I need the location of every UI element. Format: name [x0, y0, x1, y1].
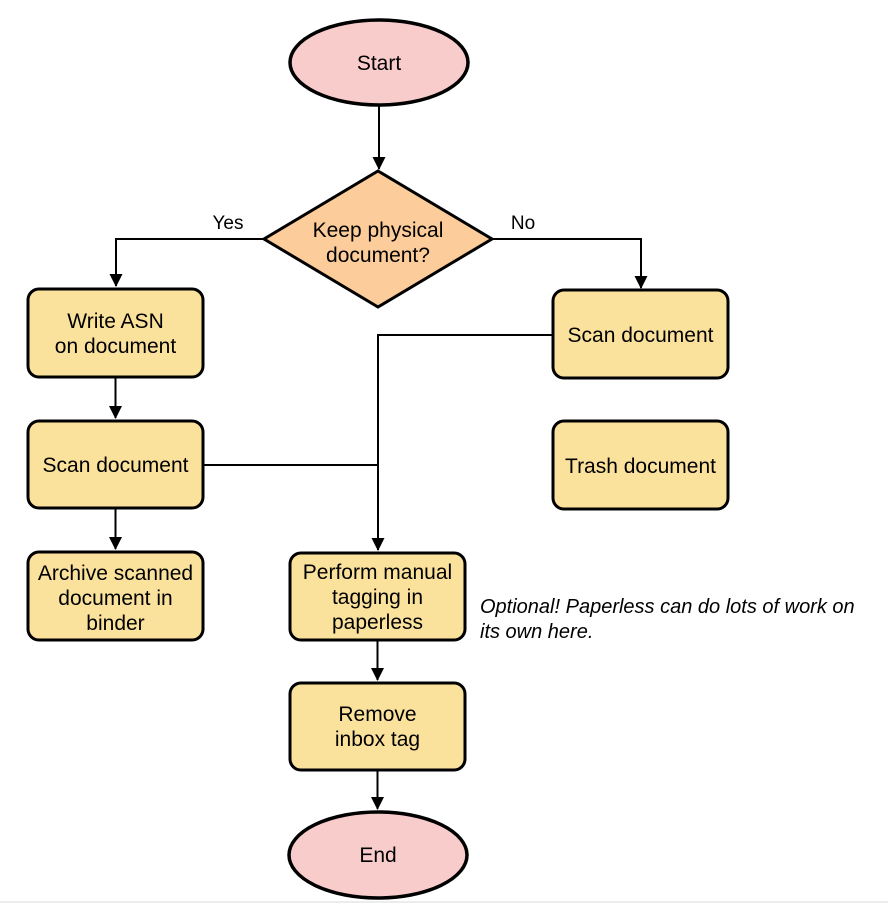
- start-ellipse: [288, 18, 470, 107]
- archive-binder-label-line1: Archive scanned: [38, 562, 193, 585]
- node-end: End: [287, 810, 469, 900]
- node-remove-inbox-tag: Remove inbox tag: [288, 681, 467, 772]
- trash-document-label: Trash document: [565, 455, 716, 478]
- node-keep-physical-decision: Keep physical document?: [261, 169, 495, 309]
- scan-document-left-box: [26, 419, 205, 510]
- archive-binder-label-line2: document in: [58, 587, 172, 610]
- archive-binder-label-line3: binder: [86, 612, 144, 635]
- edge-label-no: No: [511, 213, 535, 234]
- remove-inbox-tag-label-line1: Remove: [338, 703, 416, 726]
- archive-binder-box: [26, 550, 205, 642]
- edge-scan-right-to-tagging: [371, 334, 553, 551]
- remove-inbox-tag-box: [288, 681, 467, 772]
- manual-tagging-label-line1: Perform manual: [303, 561, 452, 584]
- write-asn-box: [26, 287, 205, 379]
- annotation-line1: Optional! Paperless can do lots of work …: [480, 596, 855, 618]
- decision-diamond: [261, 169, 495, 309]
- node-start: Start: [288, 18, 470, 107]
- end-ellipse: [287, 810, 469, 900]
- trash-document-box: [551, 419, 730, 511]
- node-scan-document-left: Scan document: [26, 419, 205, 510]
- edges: [109, 105, 648, 810]
- node-scan-document-right: Scan document: [551, 288, 730, 380]
- scan-document-right-box: [551, 288, 730, 380]
- manual-tagging-box: [288, 551, 467, 642]
- write-asn-label-line2: on document: [55, 335, 177, 358]
- node-write-asn: Write ASN on document: [26, 287, 205, 379]
- scan-document-left-label: Scan document: [43, 454, 189, 477]
- write-asn-label-line1: Write ASN: [67, 310, 163, 333]
- annotation-optional: Optional! Paperless can do lots of work …: [480, 596, 855, 643]
- node-manual-tagging: Perform manual tagging in paperless: [288, 551, 467, 642]
- annotation-line2: its own here.: [480, 621, 593, 643]
- edge-decision-yes-to-write-asn: [109, 238, 264, 287]
- edge-decision-no-to-scan-right: [492, 238, 648, 289]
- scan-document-right-label: Scan document: [568, 324, 714, 347]
- manual-tagging-label-line3: paperless: [332, 611, 423, 634]
- start-label: Start: [357, 52, 402, 75]
- node-archive-binder: Archive scanned document in binder: [26, 550, 205, 642]
- manual-tagging-label-line2: tagging in: [332, 586, 423, 609]
- end-label: End: [359, 844, 396, 867]
- node-trash-document: Trash document: [551, 419, 730, 511]
- decision-label-line1: Keep physical: [313, 219, 444, 242]
- edge-label-yes: Yes: [213, 213, 244, 234]
- remove-inbox-tag-label-line2: inbox tag: [335, 728, 420, 751]
- decision-label-line2: document?: [326, 244, 430, 267]
